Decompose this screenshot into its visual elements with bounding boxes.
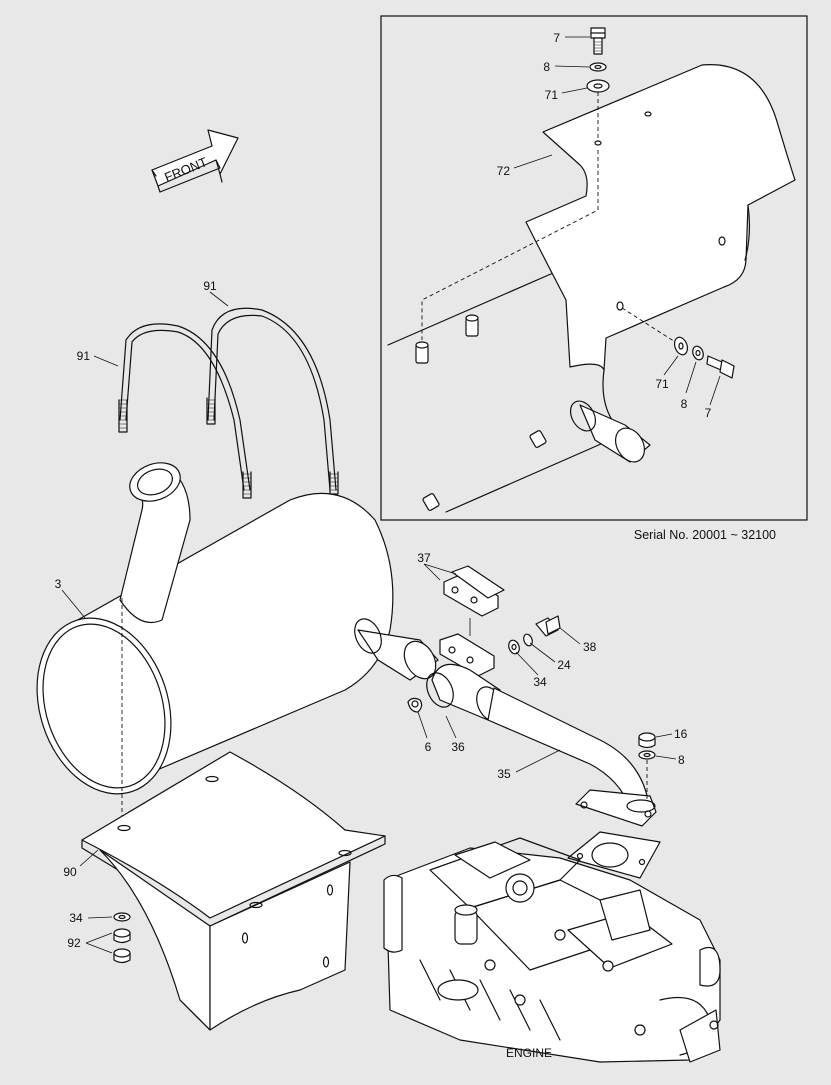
bolt-7-bottom <box>706 355 735 379</box>
callout-3: 3 <box>55 577 62 591</box>
nut-6 <box>407 697 423 713</box>
muffler-bracket <box>81 751 386 1031</box>
serial-inset-panel: 7 8 71 72 71 8 7 <box>380 15 808 521</box>
stud-inset-3 <box>529 430 547 448</box>
washer-34-bottom <box>113 912 131 922</box>
callout-92: 92 <box>67 936 81 950</box>
engine-label: ENGINE <box>506 1046 552 1060</box>
bolt-38 <box>535 615 561 637</box>
callout-7-top: 7 <box>553 31 560 45</box>
clamp-plates-37 <box>439 565 505 677</box>
callout-35: 35 <box>497 767 511 781</box>
gasket <box>567 831 661 879</box>
callout-7-bottom: 7 <box>705 406 712 420</box>
u-bolt-left <box>118 323 252 499</box>
nut-92-upper <box>113 928 131 944</box>
callout-16: 16 <box>674 727 688 741</box>
serial-number-note: Serial No. 20001 ~ 32100 <box>634 528 776 542</box>
washer-71-bottom <box>673 336 689 356</box>
stud-inset-1 <box>415 341 429 364</box>
engine-block <box>383 837 721 1063</box>
washer-71-top <box>586 79 610 93</box>
lock-washer-8-bottom <box>692 345 704 361</box>
muffler <box>36 462 439 828</box>
callout-71-bottom: 71 <box>655 377 669 391</box>
exhaust-pipe-35 <box>487 687 657 827</box>
washer-34-right <box>508 639 520 655</box>
callout-34-bottom: 34 <box>69 911 83 925</box>
callout-91-left: 91 <box>77 349 91 363</box>
callout-34-right: 34 <box>533 675 547 689</box>
heat-shield <box>525 64 796 371</box>
callout-8-right: 8 <box>678 753 685 767</box>
callout-90: 90 <box>63 865 77 879</box>
stud-inset-4 <box>422 493 440 511</box>
lock-washer-8-top <box>589 62 607 72</box>
washer-8-right <box>638 750 656 760</box>
callout-8-bottom: 8 <box>681 397 688 411</box>
callout-38: 38 <box>583 640 597 654</box>
callout-91-top: 91 <box>203 279 217 293</box>
callout-72: 72 <box>497 164 511 178</box>
bolt-7-top <box>590 27 606 55</box>
callout-71-top: 71 <box>545 88 559 102</box>
u-bolt-right <box>206 307 339 495</box>
nut-92-lower <box>113 948 131 964</box>
callout-6: 6 <box>425 740 432 754</box>
nut-16 <box>638 732 656 749</box>
front-direction-arrow: FRONT <box>151 129 239 193</box>
callout-37: 37 <box>417 551 431 565</box>
callout-36: 36 <box>451 740 465 754</box>
callout-8-top: 8 <box>543 60 550 74</box>
stud-inset-2 <box>465 314 479 337</box>
callout-24: 24 <box>557 658 571 672</box>
